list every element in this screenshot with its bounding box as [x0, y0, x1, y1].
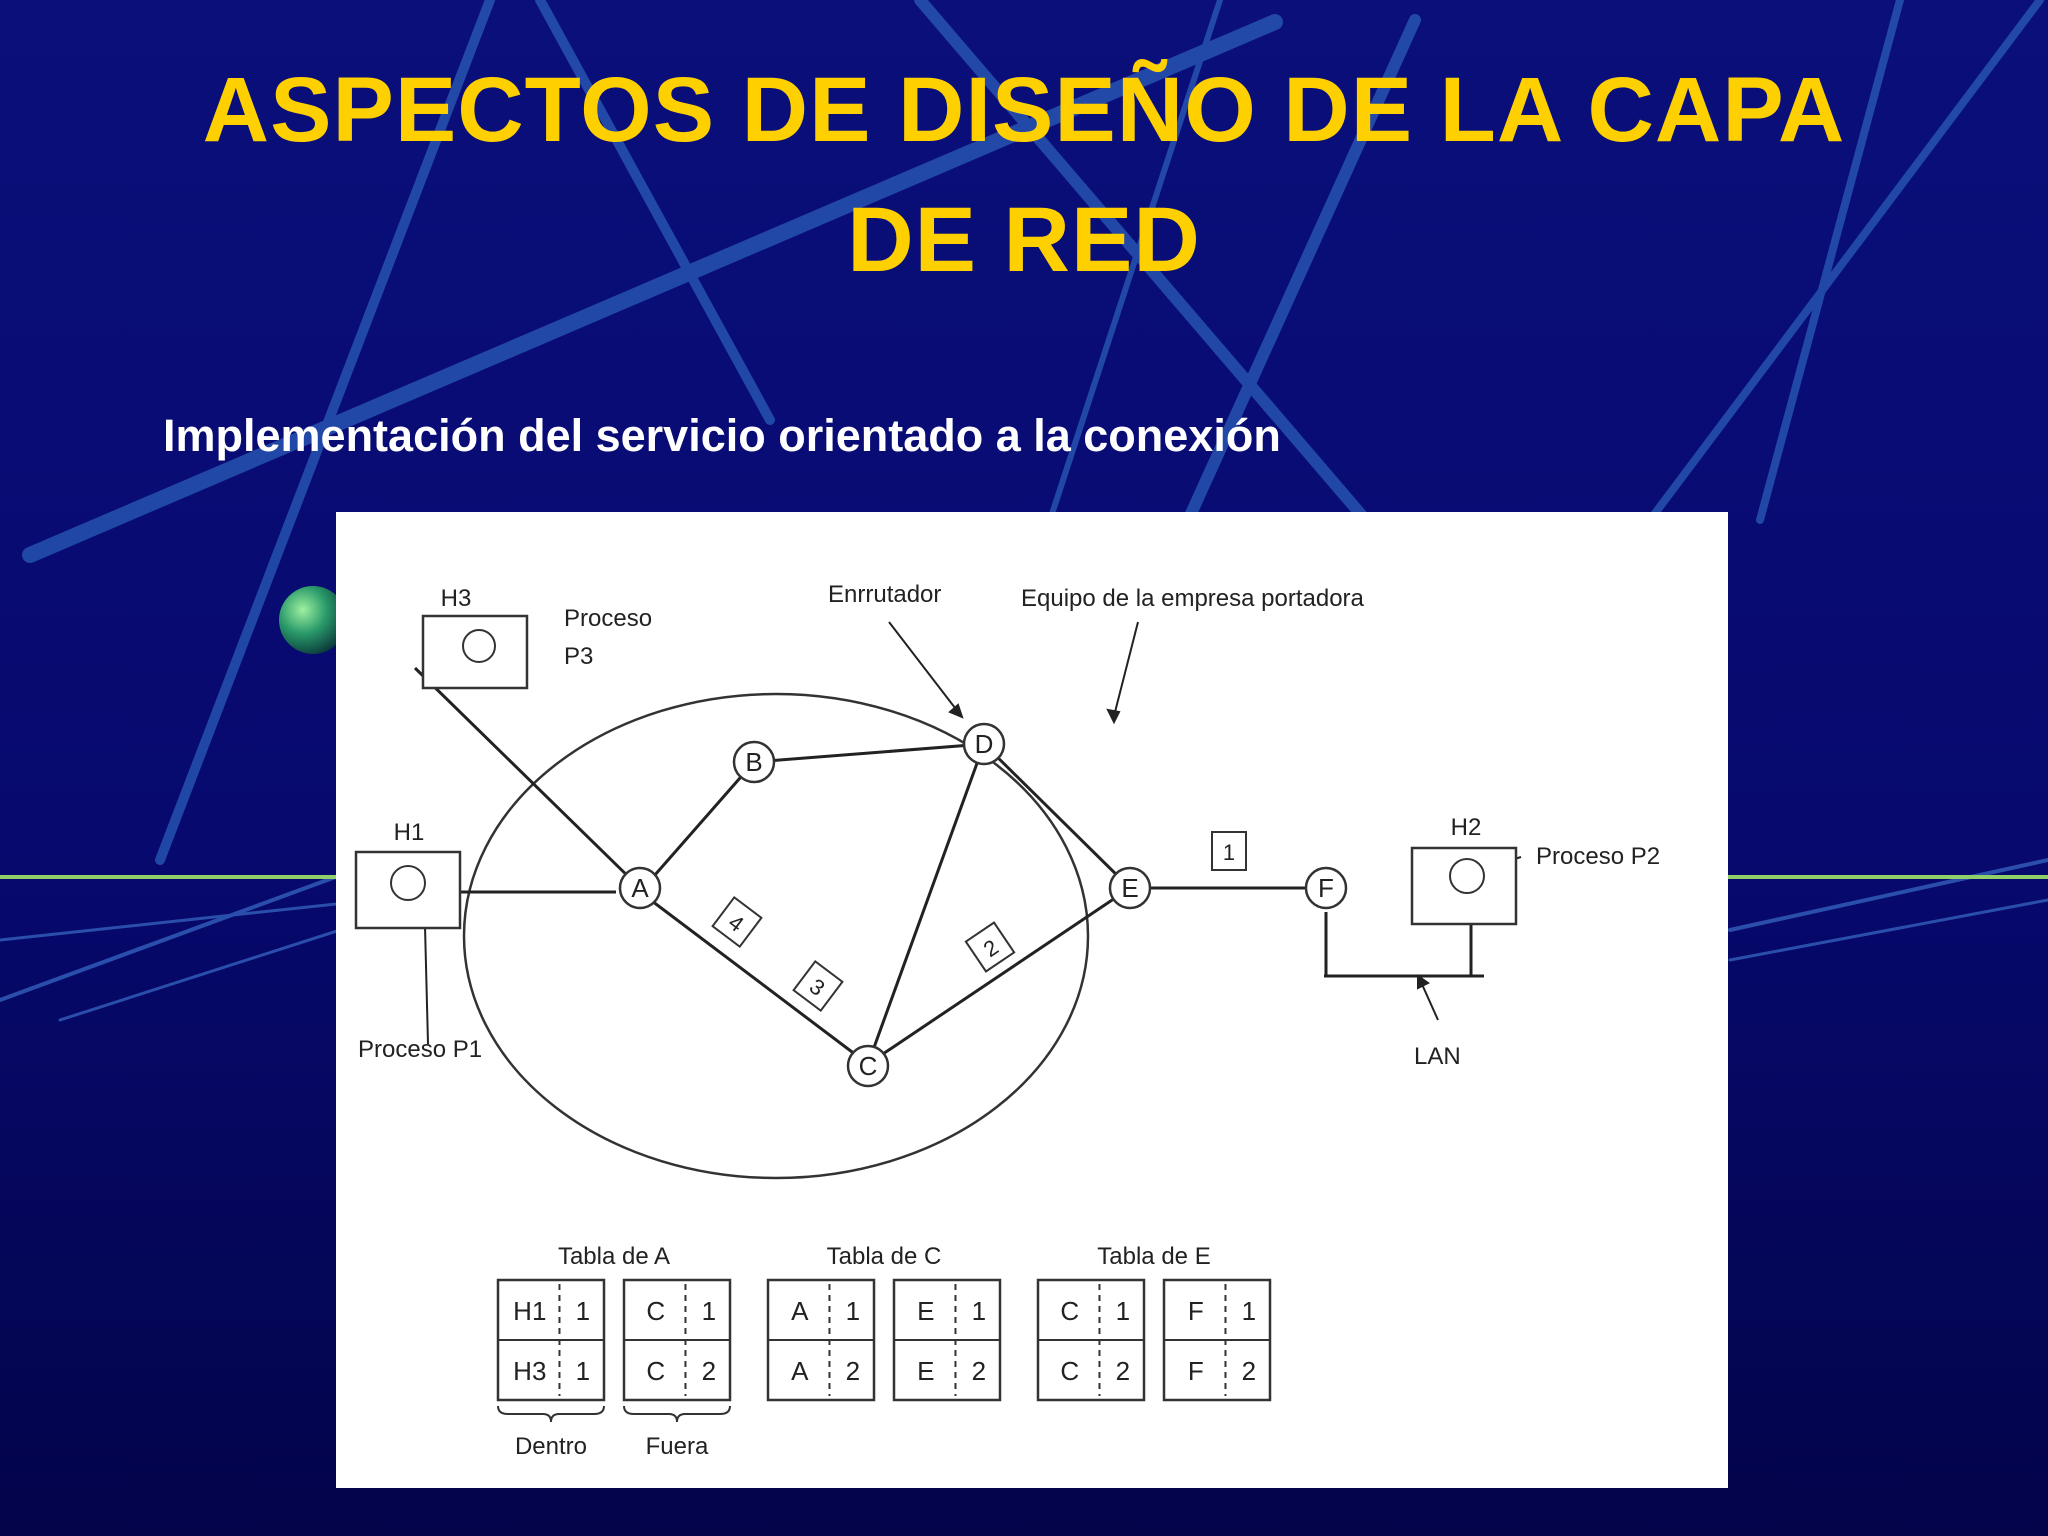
table-c-in-node: A [791, 1356, 809, 1386]
host-h2 [1410, 846, 1518, 926]
host-h3-label: H3 [441, 585, 472, 612]
link-a-c [639, 890, 869, 1066]
host-h1-label: H1 [394, 819, 425, 846]
link-d-c [866, 743, 986, 1065]
table-a-out-node: C [646, 1356, 665, 1386]
router-c-label: C [859, 1051, 878, 1081]
label-p2: Proceso P2 [1536, 843, 1660, 870]
label-p3-line2: P3 [564, 643, 593, 670]
links [413, 666, 1326, 1066]
link-d-e [982, 742, 1132, 890]
table-e-in-node: C [1060, 1356, 1079, 1386]
table-c-in-vc: 1 [846, 1296, 860, 1326]
packet-1: 1 [1211, 831, 1247, 871]
table-e-out-node: F [1188, 1356, 1204, 1386]
table-e-out-vc: 2 [1242, 1356, 1256, 1386]
host-h1 [354, 850, 462, 930]
router-d [962, 722, 1006, 766]
packet-4: 4 [711, 895, 763, 949]
table-e-in-node: C [1060, 1296, 1079, 1326]
brace-label-out: Fuera [646, 1433, 709, 1460]
slide-title-line1: ASPECTOS DE DISEÑO DE LA CAPA [202, 59, 1846, 161]
table-a-in-vc: 1 [576, 1356, 590, 1386]
host-h2-label: H2 [1451, 814, 1482, 841]
table-c-out-node: E [917, 1356, 934, 1386]
link-b-d [753, 742, 985, 764]
slide-subtitle: Implementación del servicio orientado a … [163, 410, 1281, 461]
table-e-title: Tabla de E [1097, 1243, 1210, 1270]
router-b-label: B [745, 747, 762, 777]
packet-2: 2 [964, 921, 1016, 973]
label-p3-line1: Proceso [564, 605, 652, 632]
table-e-in-vc: 1 [1116, 1296, 1130, 1326]
carrier-boundary [462, 692, 1090, 1180]
bullet-globe-icon [279, 586, 347, 654]
slide-title-line2: DE RED [847, 189, 1201, 291]
table-c-in-node: A [791, 1296, 809, 1326]
table-a-out-vc: 1 [702, 1296, 716, 1326]
table-c-in-vc: 2 [846, 1356, 860, 1386]
router-a [618, 866, 662, 910]
router-f-label: F [1318, 873, 1334, 903]
svg-text:1: 1 [1223, 840, 1235, 865]
link-c-e [867, 886, 1131, 1066]
brace-in [497, 1405, 605, 1423]
host-h3 [421, 614, 529, 690]
table-a-title: Tabla de A [558, 1243, 670, 1270]
router-b [732, 740, 776, 784]
router-e-label: E [1121, 873, 1138, 903]
table-a-in-vc: 1 [576, 1296, 590, 1326]
table-a-in-node: H3 [513, 1356, 546, 1386]
label-enrutador: Enrrutador [828, 581, 941, 608]
pointers [423, 621, 1522, 1045]
table-c-out-node: E [917, 1296, 934, 1326]
brace-out [623, 1405, 731, 1423]
router-e [1108, 866, 1152, 910]
link-a-b [638, 761, 756, 893]
table-c-title: Tabla de C [827, 1243, 942, 1270]
link-h3-a [413, 666, 642, 890]
table-a-out-node: C [646, 1296, 665, 1326]
router-d-label: D [975, 729, 994, 759]
label-carrier: Equipo de la empresa portadora [1021, 585, 1365, 612]
label-lan: LAN [1414, 1043, 1461, 1070]
table-e-out-node: F [1188, 1296, 1204, 1326]
table-a-in-node: H1 [513, 1296, 546, 1326]
network-diagram: A B D E C F 1 4 3 2 H3 H1 H2 Proceso P3 … [354, 581, 1660, 1460]
table-a-out-vc: 2 [702, 1356, 716, 1386]
lan-bus [1324, 912, 1484, 978]
router-c [846, 1044, 890, 1088]
diagram-panel: A B D E C F 1 4 3 2 H3 H1 H2 Proceso P3 … [336, 512, 1728, 1488]
table-e-out-vc: 1 [1242, 1296, 1256, 1326]
router-a-label: A [631, 873, 649, 903]
router-f [1304, 866, 1348, 910]
table-c-out-vc: 1 [972, 1296, 986, 1326]
label-p1: Proceso P1 [358, 1036, 482, 1063]
table-e-in-vc: 2 [1116, 1356, 1130, 1386]
brace-label-in: Dentro [515, 1433, 587, 1460]
packet-3: 3 [792, 959, 844, 1013]
table-c-out-vc: 2 [972, 1356, 986, 1386]
